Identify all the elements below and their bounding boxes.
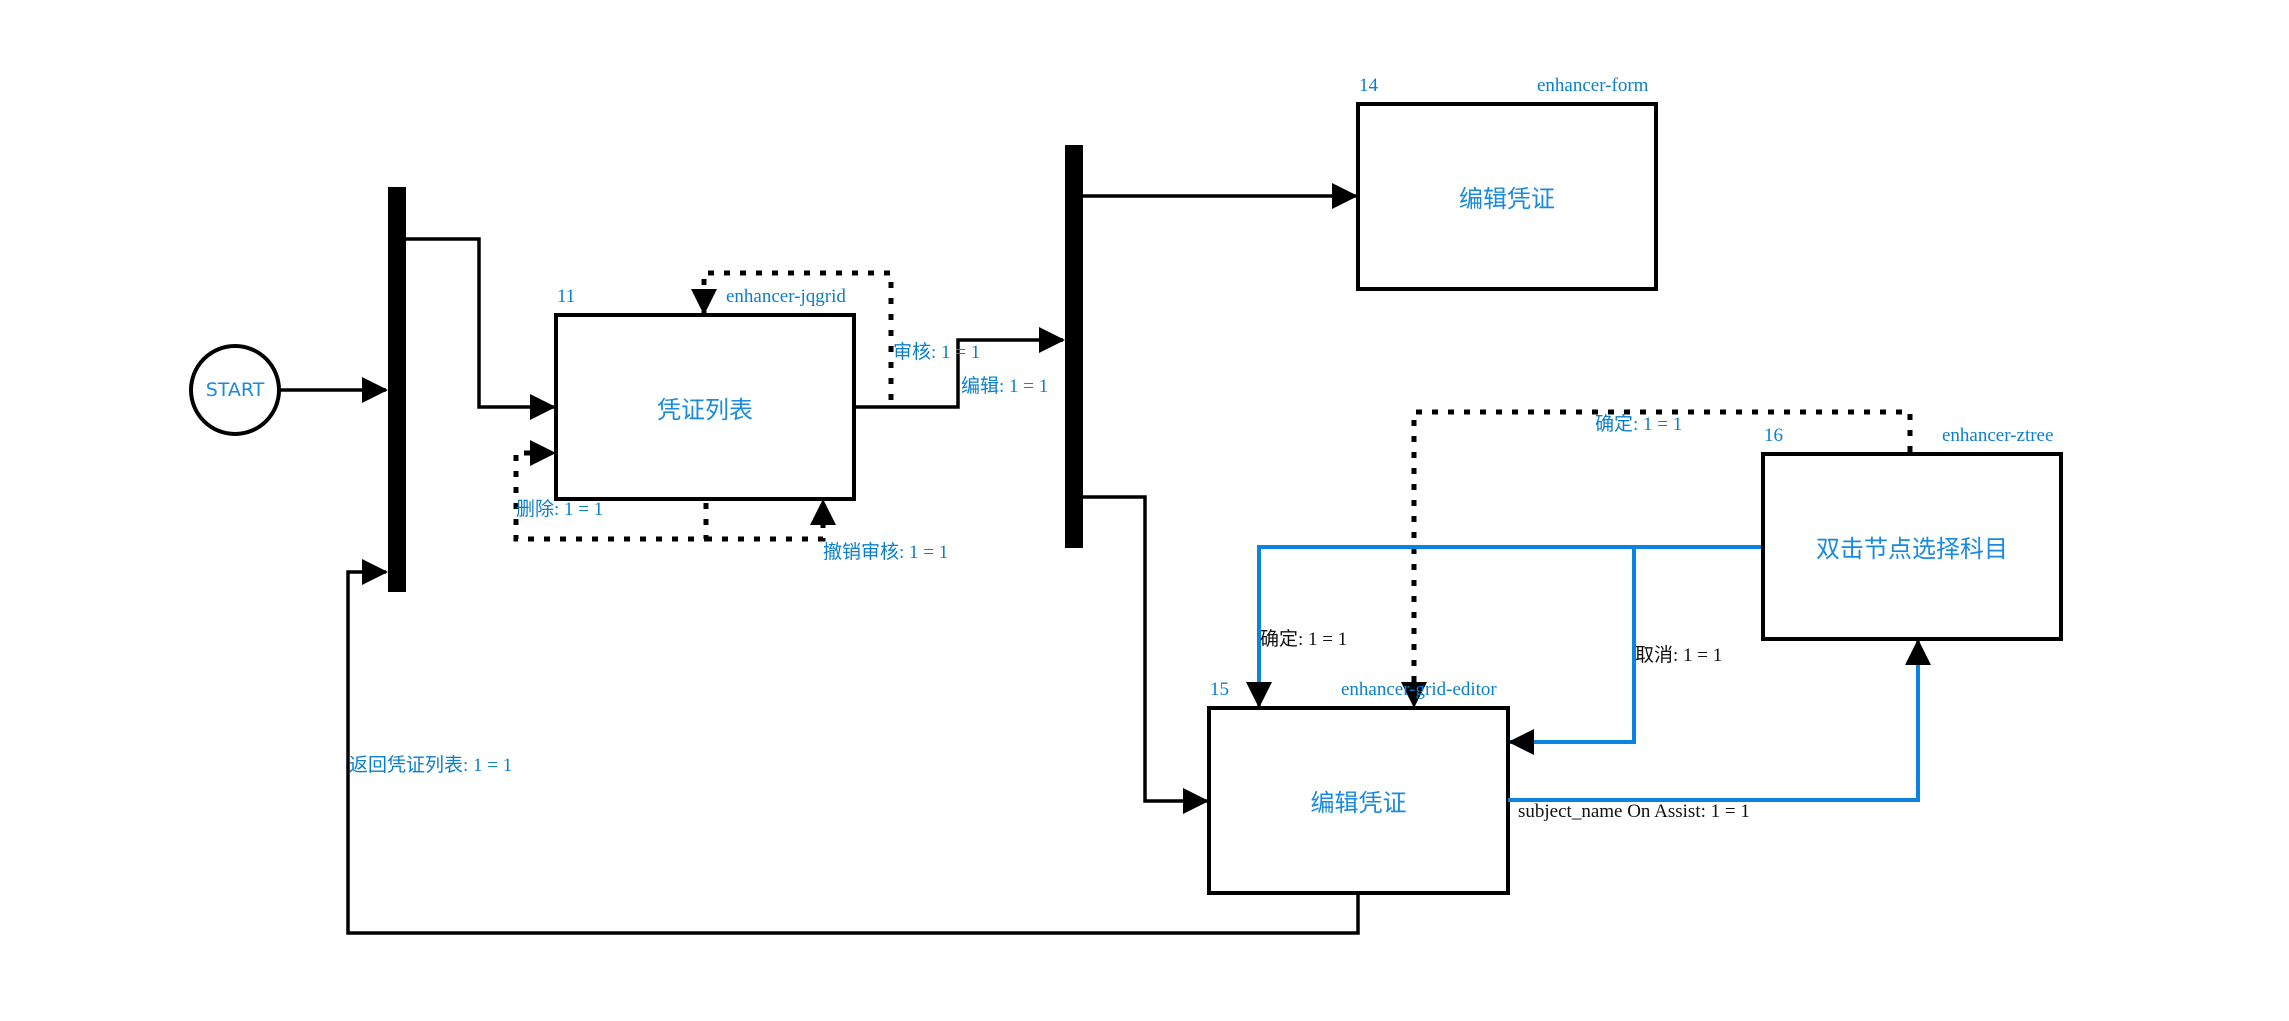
edge-box15-bar1-return[interactable] [346, 559, 1360, 935]
edge-box16-box15-confirm-dotted[interactable] [1401, 409, 1913, 708]
edge-box16-box15-cancel[interactable] [1508, 547, 1636, 755]
edge-box11-bar2[interactable] [856, 327, 1065, 409]
node-15-id: 15 [1210, 679, 1229, 700]
node-15-type: enhancer-grid-editor [1341, 679, 1497, 700]
edge-delete-loop[interactable] [513, 440, 709, 542]
node-15-title[interactable]: 编辑凭证 [1310, 789, 1407, 817]
node-11-id: 11 [557, 286, 576, 307]
edge-label-assist: subject_name On Assist: 1 = 1 [1518, 801, 1750, 822]
node-14-title[interactable]: 编辑凭证 [1459, 185, 1555, 213]
node-box-14[interactable] [1356, 102, 1658, 291]
edge-label-return: 返回凭证列表: 1 = 1 [349, 755, 513, 776]
node-16-id: 16 [1764, 425, 1783, 446]
edge-bar1-box11[interactable] [406, 237, 556, 420]
node-11-type: enhancer-jqgrid [726, 286, 846, 307]
edge-label-audit: 审核: 1 = 1 [893, 342, 981, 363]
node-box-11[interactable] [554, 313, 856, 501]
node-16-title[interactable]: 双击节点选择科目 [1816, 535, 2008, 563]
edge-label-delete: 删除: 1 = 1 [516, 499, 604, 520]
fork-bar-2[interactable] [1065, 145, 1083, 548]
edge-unaudit-loop[interactable] [706, 499, 836, 542]
edge-box16-box15-confirm[interactable] [1246, 545, 1761, 708]
edge-box15-box16-assist[interactable] [1508, 639, 1931, 802]
node-box-16[interactable] [1761, 452, 2063, 641]
edge-label-confirm: 确定: 1 = 1 [1260, 629, 1348, 650]
fork-bar-1[interactable] [388, 187, 406, 592]
node-16-type: enhancer-ztree [1942, 425, 2054, 446]
edge-bar2-box15[interactable] [1083, 495, 1209, 814]
node-11-title[interactable]: 凭证列表 [657, 395, 753, 424]
node-14-id: 14 [1359, 75, 1378, 96]
start-label: START [205, 379, 265, 401]
edge-label-unaudit: 撤销审核: 1 = 1 [823, 542, 949, 563]
edge-label-edit: 编辑: 1 = 1 [961, 376, 1049, 397]
edge-label-cancel: 取消: 1 = 1 [1635, 645, 1723, 666]
edge-label-confirm-dotted: 确定: 1 = 1 [1595, 414, 1683, 435]
node-14-type: enhancer-form [1537, 75, 1649, 96]
